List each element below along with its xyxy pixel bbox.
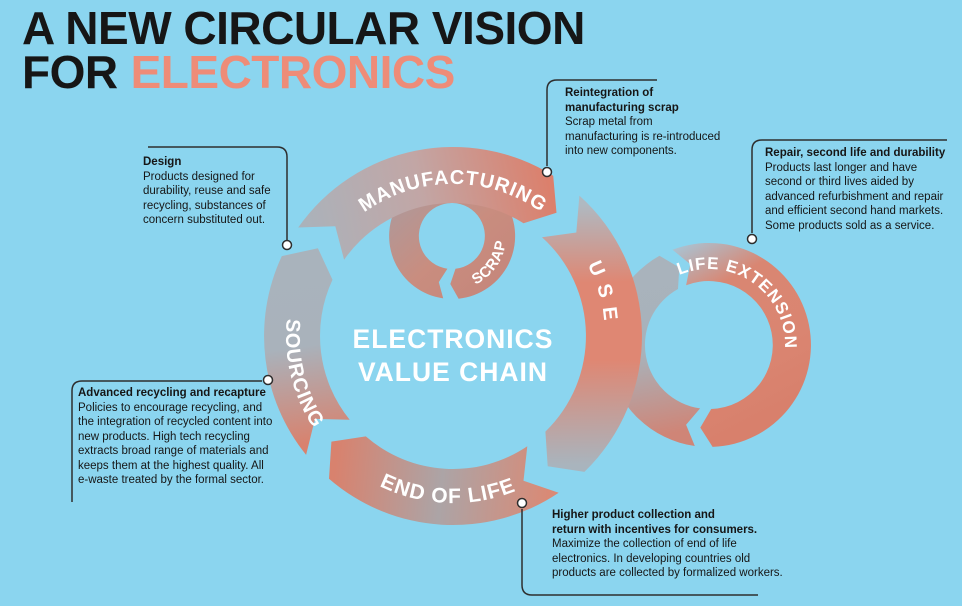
note-repair-heading: Repair, second life and durability [765, 147, 946, 159]
title-line1: A NEW CIRCULAR VISION [22, 2, 585, 54]
note-repair-body: Products last longer and have second or … [765, 161, 944, 232]
center-label-line1: ELECTRONICS [353, 324, 554, 354]
note-reintegration-heading: Reintegration of manufacturing scrap [565, 87, 679, 114]
note-reintegration: Reintegration of manufacturing scrap Scr… [565, 86, 740, 159]
manufacturing-arc [298, 146, 557, 260]
title-line2-prefix: FOR [22, 46, 118, 98]
note-design: Design Products designed for durability,… [143, 155, 303, 228]
center-label-line2: VALUE CHAIN [358, 357, 548, 387]
use-arc [542, 195, 642, 472]
sourcing-arc [264, 248, 350, 455]
life-extension-arc [672, 242, 811, 447]
connector-dot [262, 374, 274, 386]
note-repair: Repair, second life and durability Produ… [765, 146, 960, 233]
note-recycling-body: Policies to encourage recycling, and the… [78, 401, 273, 487]
reintegration-connector [546, 79, 657, 166]
connector-dot [541, 166, 553, 178]
note-collection-body: Maximize the collection of end of life e… [552, 538, 783, 579]
note-recycling-heading: Advanced recycling and recapture [78, 387, 266, 399]
note-design-body: Products designed for durability, reuse … [143, 170, 271, 227]
connector-dot [516, 497, 528, 509]
note-collection-heading: Higher product collection and return wit… [552, 509, 758, 536]
note-reintegration-body: Scrap metal from manufacturing is re-int… [565, 116, 721, 157]
connector-dot [281, 239, 293, 251]
recycling-connector [71, 380, 262, 502]
collection-connector [521, 509, 758, 596]
connector-dot [746, 233, 758, 245]
end-of-life-arc [329, 436, 559, 526]
title-line2-accent: ELECTRONICS [130, 46, 456, 98]
design-connector [148, 146, 288, 240]
note-design-heading: Design [143, 156, 182, 168]
repair-connector [751, 139, 947, 233]
note-collection: Higher product collection and return wit… [552, 508, 797, 581]
note-recycling: Advanced recycling and recapture Policie… [78, 386, 298, 488]
